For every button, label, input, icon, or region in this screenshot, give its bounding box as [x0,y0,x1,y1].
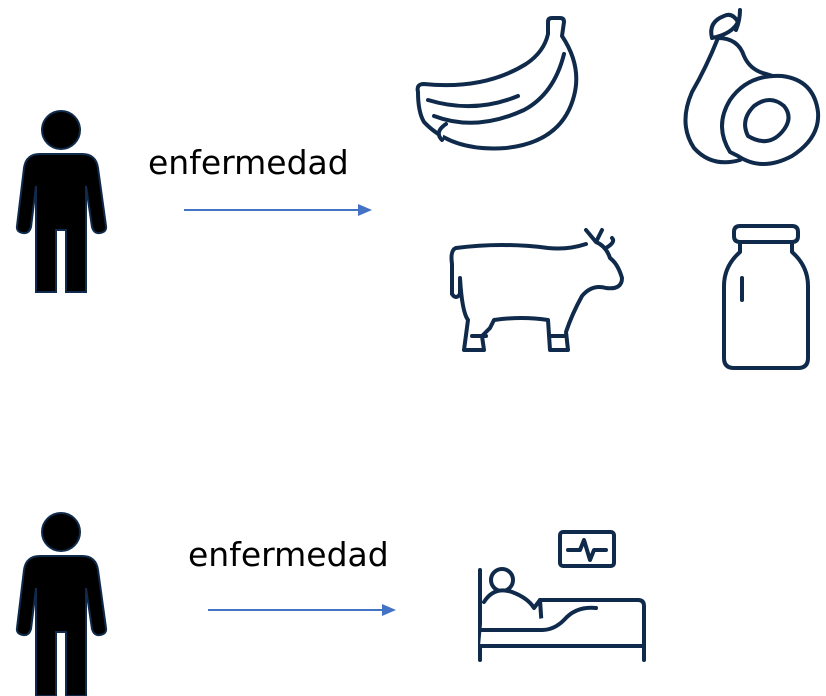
hospital-bed-monitor-icon [478,530,646,662]
milk-bottle-icon [722,224,810,370]
top-arrow [184,204,372,216]
bottom-label: enfermedad [188,535,389,574]
cow-icon [449,228,624,352]
top-label: enfermedad [148,143,349,182]
avocado-icon [683,8,821,166]
person-icon [15,110,108,293]
banana-icon [415,16,579,151]
bottom-arrow [208,604,396,616]
person-icon [15,512,108,696]
